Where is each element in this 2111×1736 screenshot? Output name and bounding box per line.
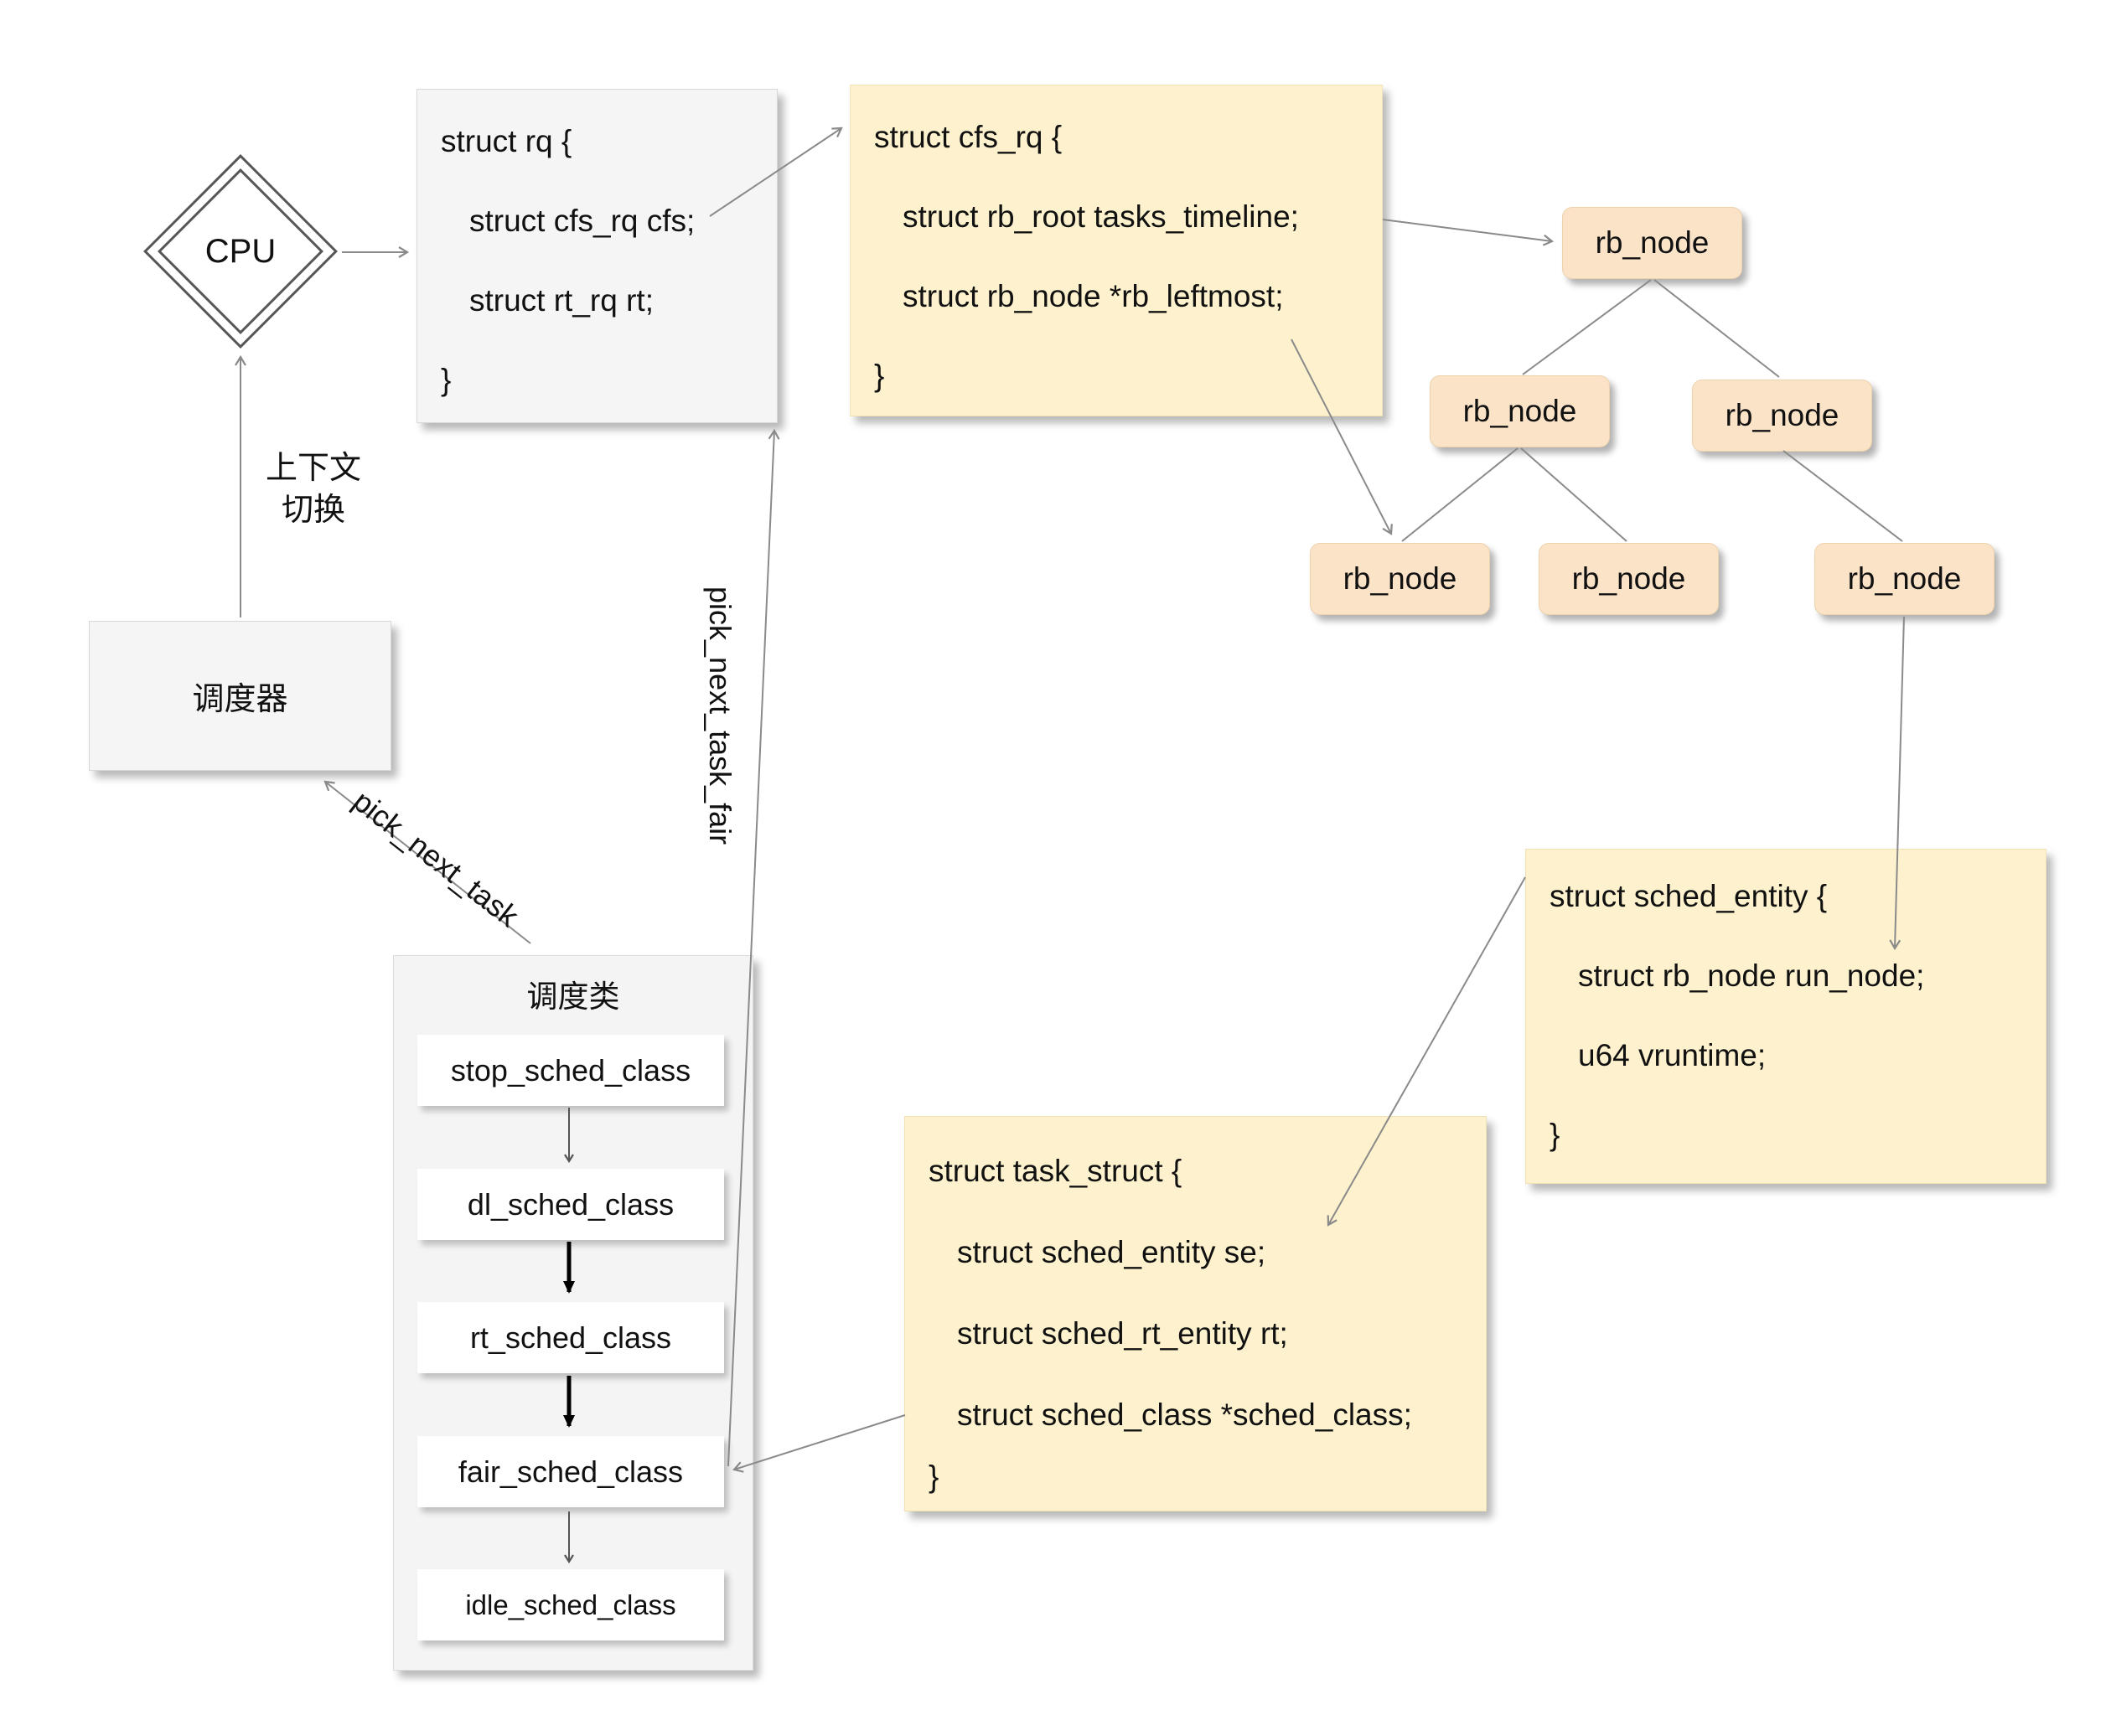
code-line: }	[441, 362, 452, 397]
rb-node-leaf-left: rb_node	[1310, 543, 1490, 615]
sched-class-idle: idle_sched_class	[417, 1569, 724, 1640]
code-line: }	[929, 1460, 939, 1494]
code-line: struct sched_entity se;	[957, 1234, 1266, 1269]
struct-rq-box: struct rq { struct cfs_rq cfs; struct rt…	[417, 89, 778, 423]
rb-node-root: rb_node	[1562, 207, 1742, 279]
sched-class-fair: fair_sched_class	[417, 1436, 724, 1507]
tree-edge-left-child-right	[1520, 447, 1627, 542]
sched-class-stop: stop_sched_class	[417, 1035, 724, 1106]
tree-edge-root-left	[1522, 279, 1652, 375]
tree-edge-left-child-left	[1401, 447, 1519, 542]
arrow-taskstruct-to-fairclass	[732, 1414, 906, 1473]
code-line: struct rb_node run_node;	[1578, 958, 1925, 993]
code-line: struct sched_class *sched_class;	[957, 1397, 1412, 1432]
rb-node-right: rb_node	[1692, 380, 1872, 452]
code-line: }	[1550, 1117, 1560, 1152]
pick-next-task-label: pick_next_task	[346, 783, 525, 934]
sched-class-dl: dl_sched_class	[417, 1169, 724, 1240]
code-line: struct rb_node *rb_leftmost;	[903, 278, 1284, 313]
rb-node-left: rb_node	[1430, 375, 1610, 447]
pick-next-task-fair-label: pick_next_task_fair	[703, 586, 737, 845]
code-line: struct cfs_rq cfs;	[469, 203, 696, 238]
rb-node-leaf-right: rb_node	[1814, 543, 1995, 615]
code-line: struct rb_root tasks_timeline;	[903, 199, 1299, 234]
struct-task-struct-box: struct task_struct { struct sched_entity…	[904, 1116, 1487, 1511]
code-line: struct sched_rt_entity rt;	[957, 1315, 1288, 1351]
rb-node-leaf-middle: rb_node	[1539, 543, 1719, 615]
struct-cfs-rq-box: struct cfs_rq { struct rb_root tasks_tim…	[850, 85, 1383, 416]
code-line: }	[874, 358, 885, 393]
arrow-cfsrq-to-rbroot	[1382, 219, 1555, 246]
code-line: struct task_struct {	[929, 1153, 1182, 1188]
context-switch-label: 上下文 切换	[238, 447, 389, 531]
cpu-label: CPU	[204, 232, 277, 270]
code-line: struct sched_entity {	[1550, 878, 1828, 913]
code-line: struct cfs_rq {	[874, 119, 1063, 154]
struct-sched-entity-box: struct sched_entity { struct rb_node run…	[1525, 849, 2046, 1184]
code-line: struct rt_rq rt;	[469, 282, 654, 318]
code-line: u64 vruntime;	[1578, 1037, 1767, 1072]
context-switch-line1: 上下文	[265, 451, 361, 486]
code-line: struct rq {	[441, 123, 572, 158]
sched-class-panel-title: 调度类	[526, 979, 620, 1014]
tree-edge-right-child	[1782, 450, 1903, 542]
context-switch-line2: 切换	[281, 493, 345, 528]
sched-class-panel: 调度类 stop_sched_class dl_sched_class rt_s…	[393, 955, 753, 1671]
cpu-node: CPU	[142, 153, 339, 349]
tree-edge-root-right	[1653, 279, 1780, 378]
scheduler-box: 调度器	[89, 621, 391, 771]
sched-class-rt: rt_sched_class	[417, 1302, 724, 1373]
